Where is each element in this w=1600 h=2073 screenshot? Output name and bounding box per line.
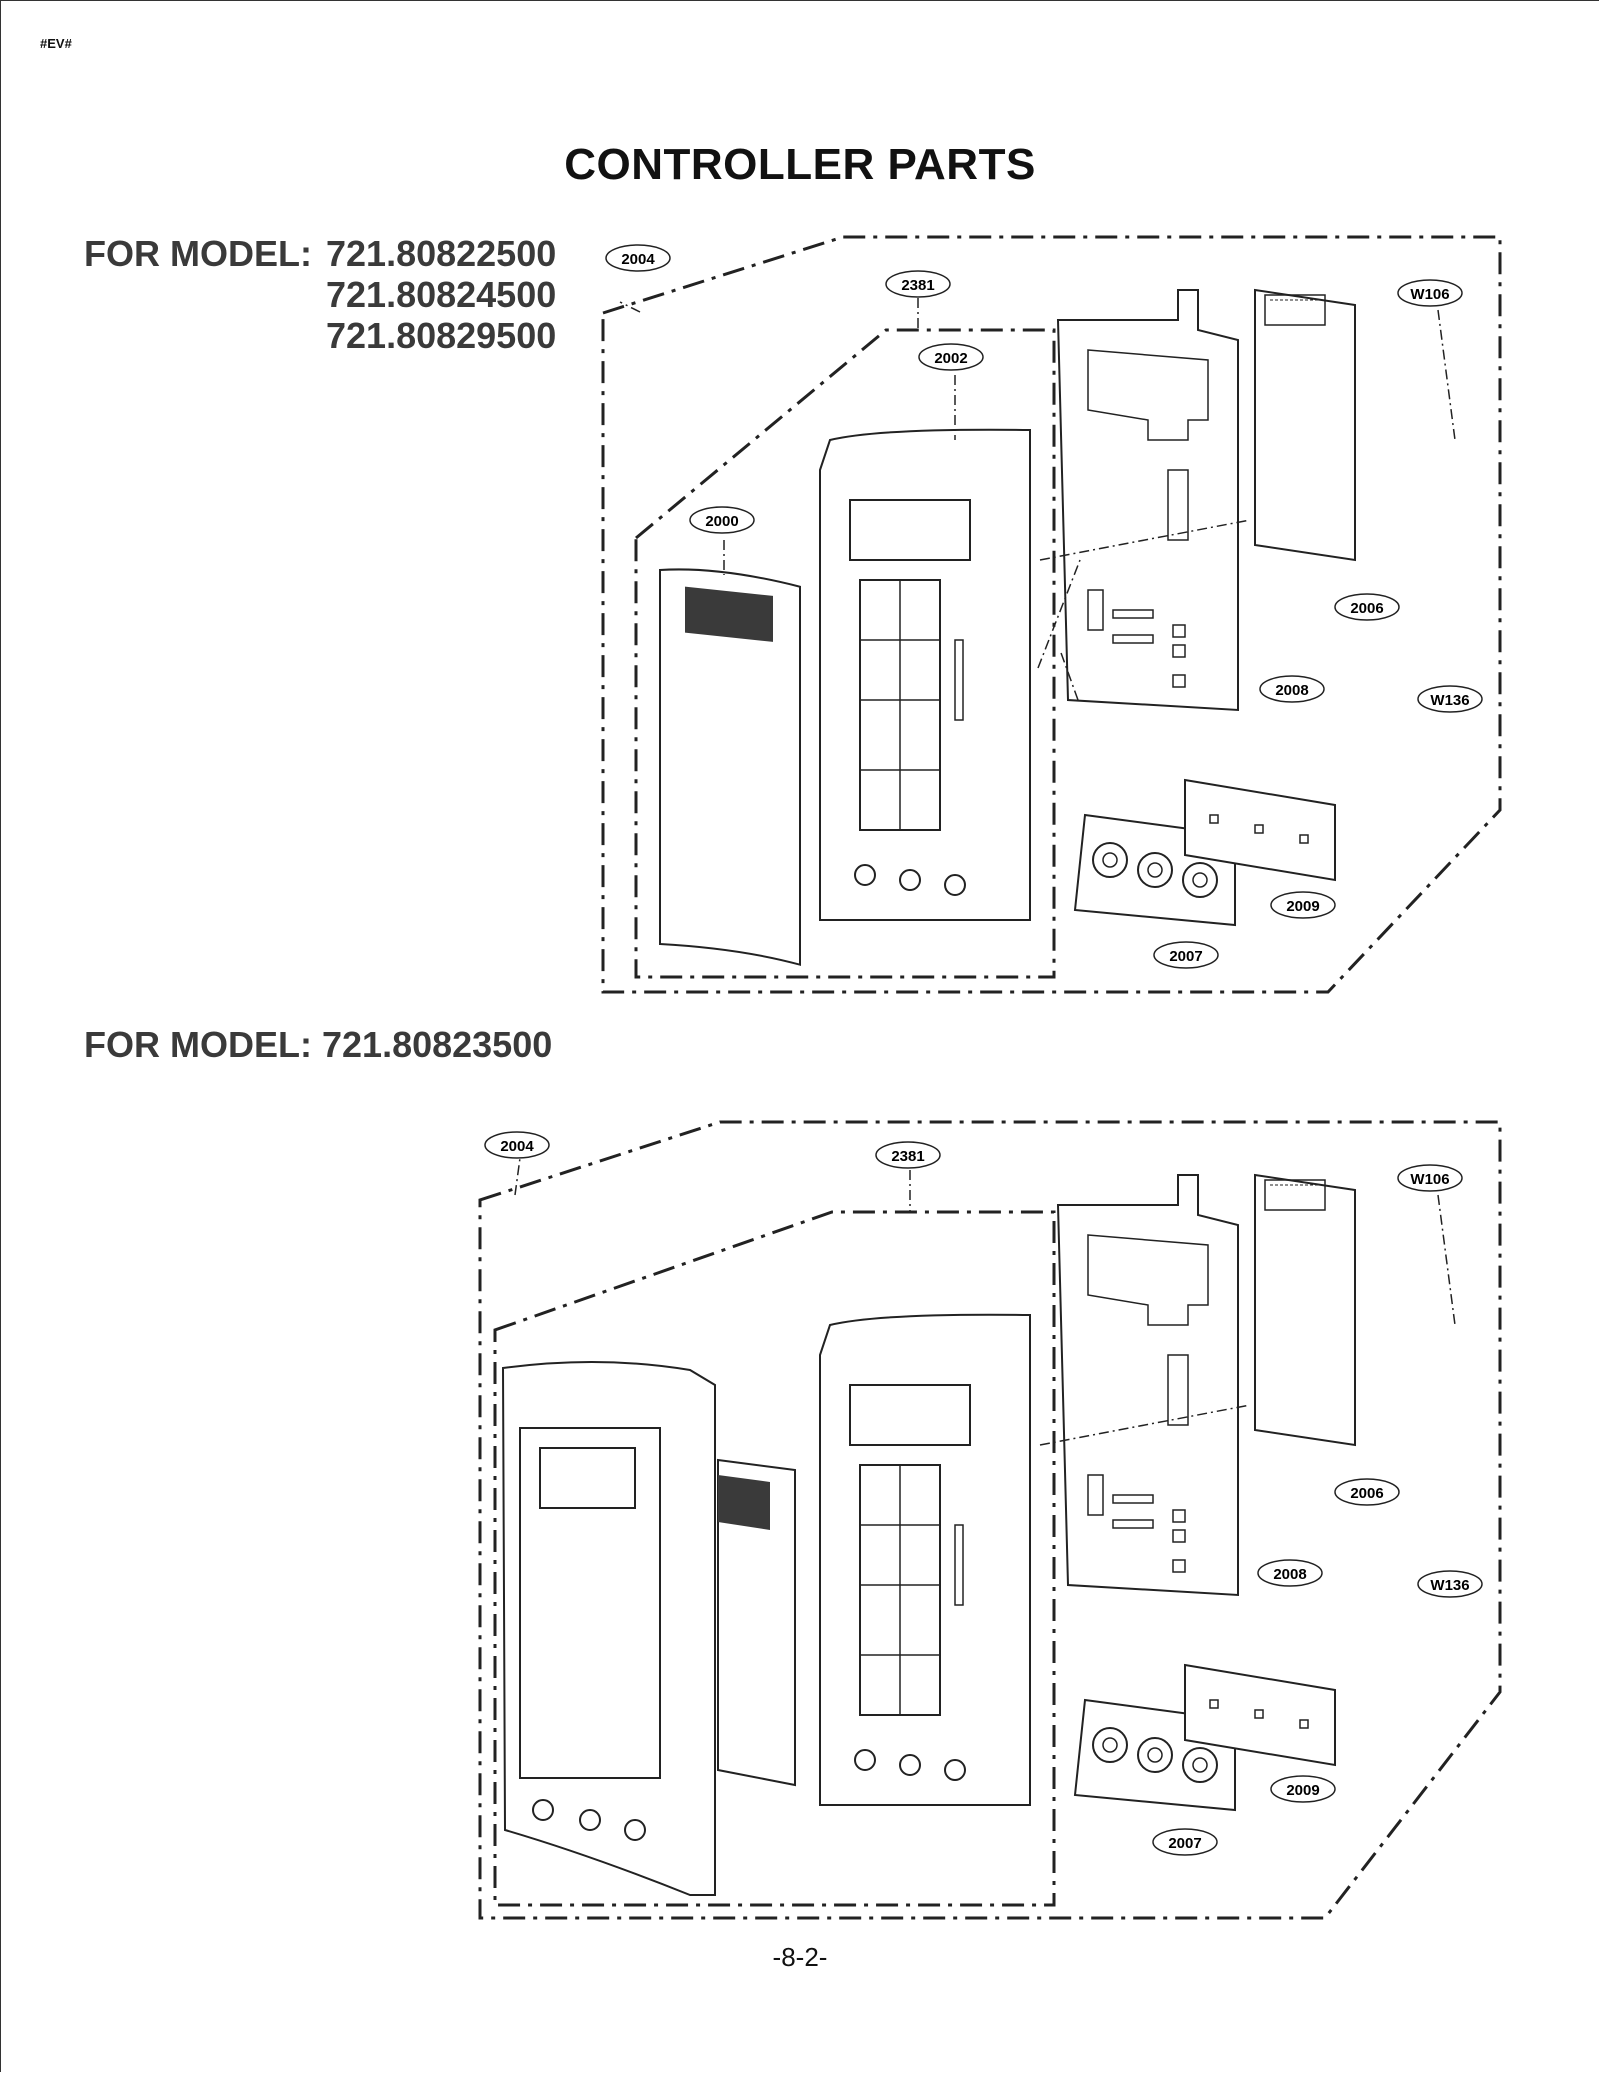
model-label-2: FOR MODEL: xyxy=(84,1024,312,1065)
callout: 2000 xyxy=(689,506,755,534)
callout: W106 xyxy=(1397,1164,1463,1192)
diagram-section-2: 2004 2381 W106 2006 2008 W136 2009 2007 xyxy=(478,1120,1502,1920)
svg-text:2004: 2004 xyxy=(500,1138,534,1155)
svg-text:W106: W106 xyxy=(1410,1171,1449,1188)
svg-text:2381: 2381 xyxy=(891,1148,924,1165)
callout: 2381 xyxy=(875,1141,941,1169)
main-pcb xyxy=(1254,1174,1356,1446)
callout: 2008 xyxy=(1259,675,1325,703)
svg-text:2004: 2004 xyxy=(621,251,655,268)
svg-text:2006: 2006 xyxy=(1350,600,1383,617)
outer-door-panel xyxy=(501,1360,716,1896)
svg-text:2008: 2008 xyxy=(1273,1566,1306,1583)
diagram-section-1: 2004 2381 2002 2000 W106 2006 2008 W136 … xyxy=(601,235,1502,994)
svg-text:2008: 2008 xyxy=(1275,682,1308,699)
callout: W136 xyxy=(1417,1570,1483,1598)
membrane-sheet xyxy=(659,568,801,966)
callout: W106 xyxy=(1397,279,1463,307)
callout: 2009 xyxy=(1270,1775,1336,1803)
model-number: 721.80823500 xyxy=(322,1024,553,1065)
svg-text:2007: 2007 xyxy=(1169,948,1202,965)
svg-text:2009: 2009 xyxy=(1286,1782,1319,1799)
callout: 2004 xyxy=(484,1131,550,1159)
mounting-bracket xyxy=(1057,1174,1239,1596)
callout-group-2: 2004 2381 W106 2006 2008 W136 2009 2007 xyxy=(484,1131,1483,1856)
assembly-boundary-2004 xyxy=(601,235,1502,994)
svg-text:2006: 2006 xyxy=(1350,1485,1383,1502)
svg-text:2000: 2000 xyxy=(705,513,738,530)
svg-text:W136: W136 xyxy=(1430,692,1469,709)
svg-text:2381: 2381 xyxy=(901,277,934,294)
model-number: 721.80822500 xyxy=(326,233,557,274)
control-panel-frame xyxy=(819,428,1031,921)
model-number: 721.80829500 xyxy=(326,315,557,356)
page-title: CONTROLLER PARTS xyxy=(564,140,1036,189)
svg-text:2009: 2009 xyxy=(1286,898,1319,915)
callout: 2006 xyxy=(1334,1478,1400,1506)
svg-text:W106: W106 xyxy=(1410,286,1449,303)
callout: 2004 xyxy=(605,244,671,272)
svg-text:2002: 2002 xyxy=(934,350,967,367)
page-number: -8-2- xyxy=(772,1942,828,1972)
model-heading-2: FOR MODEL: 721.80823500 xyxy=(84,1024,552,1066)
callout: W136 xyxy=(1417,685,1483,713)
leader-lines xyxy=(619,298,1456,701)
leader-lines xyxy=(514,1157,1456,1446)
callout: 2009 xyxy=(1270,891,1336,919)
callout: 2006 xyxy=(1334,593,1400,621)
model-number: 721.80824500 xyxy=(326,274,557,315)
callout: 2007 xyxy=(1153,941,1219,969)
assembly-boundary-2381 xyxy=(493,1210,1056,1907)
main-pcb xyxy=(1254,289,1356,561)
membrane-sheet xyxy=(717,1458,796,1787)
document-code: #EV# xyxy=(40,36,72,51)
callout: 2007 xyxy=(1152,1828,1218,1856)
svg-text:W136: W136 xyxy=(1430,1577,1469,1594)
callout: 2008 xyxy=(1257,1559,1323,1587)
model-heading-1: FOR MODEL: xyxy=(84,233,312,275)
model-list-1: 721.80822500 721.80824500 721.80829500 xyxy=(326,233,556,356)
control-panel-frame xyxy=(819,1313,1031,1806)
assembly-boundary-2004 xyxy=(478,1120,1502,1920)
model-label-1: FOR MODEL: xyxy=(84,233,312,274)
callout-group-1: 2004 2381 2002 2000 W106 2006 2008 W136 … xyxy=(605,244,1483,969)
assembly-boundary-2381 xyxy=(634,328,1056,979)
callout: 2381 xyxy=(885,270,951,298)
mounting-bracket xyxy=(1057,289,1239,711)
svg-text:2007: 2007 xyxy=(1168,1835,1201,1852)
callout: 2002 xyxy=(918,343,984,371)
